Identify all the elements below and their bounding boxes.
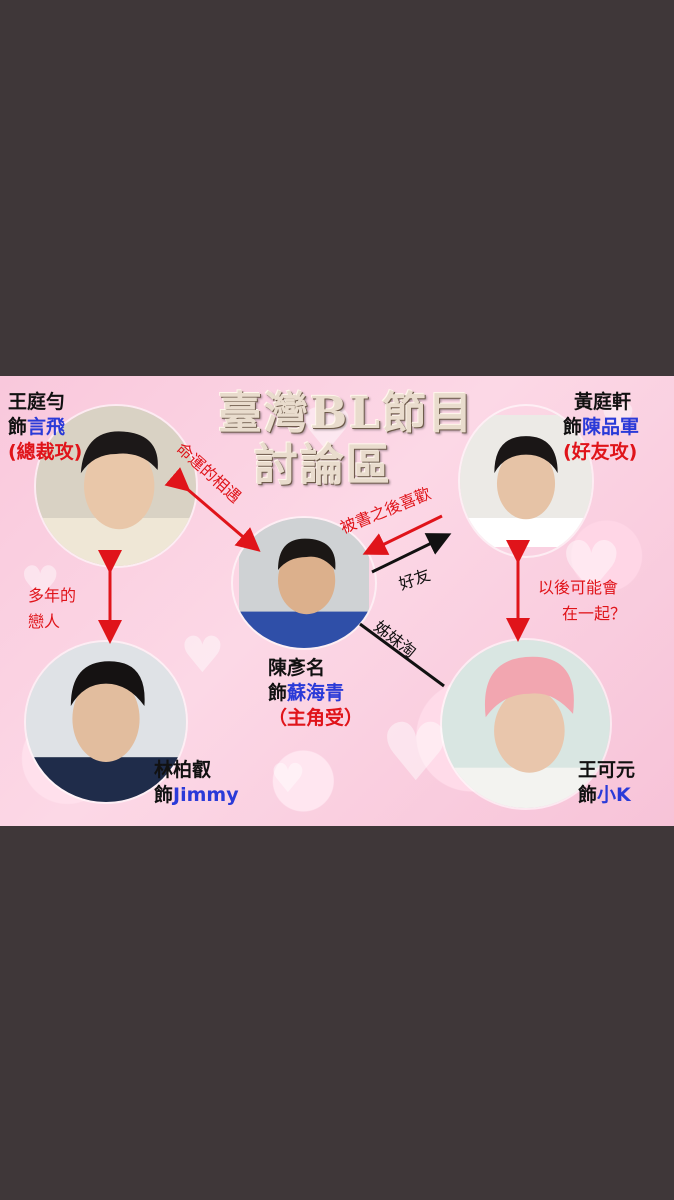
- character-label-chen-yanming: 陳彥名 飾蘇海青 （主角受）: [268, 656, 363, 731]
- diagram-title-line-1: 臺灣BL節目: [218, 388, 475, 439]
- role-prefix: 飾: [154, 784, 174, 806]
- actor-name: 黃庭軒: [574, 391, 632, 413]
- role-tag: (好友攻): [563, 441, 638, 463]
- actor-name: 林柏叡: [154, 759, 212, 781]
- heart-icon: ♥: [300, 396, 354, 466]
- character-label-lin-borui: 林柏叡 飾Jimmy: [154, 758, 239, 808]
- relationship-arrows: [98, 467, 530, 688]
- role-name: 蘇海青: [287, 682, 345, 704]
- character-label-wang-tingyun: 王庭勻 飾言飛 (總裁攻): [8, 390, 82, 465]
- role-tag: （主角受）: [268, 707, 364, 729]
- role-line: 飾小K: [578, 783, 635, 808]
- role-prefix: 飾: [578, 784, 598, 806]
- role-name: 言飛: [27, 416, 66, 438]
- heart-icon: ♥: [20, 556, 61, 609]
- relation-lovers-label-2: 戀人: [28, 612, 61, 631]
- role-line: 飾陳品軍: [563, 415, 639, 440]
- heart-icon: ♥: [380, 706, 452, 799]
- portrait-lin-borui: [24, 640, 188, 804]
- diagram-title-line-2: 討論區: [254, 440, 392, 491]
- heart-icon: ♥: [560, 526, 623, 608]
- role-prefix: 飾: [563, 416, 583, 438]
- portrait-chen-yanming: [231, 516, 377, 650]
- actor-name: 陳彥名: [268, 657, 326, 679]
- actor-name: 王庭勻: [8, 391, 66, 413]
- role-line: 飾言飛: [8, 415, 82, 440]
- role-name: 陳品軍: [582, 416, 640, 438]
- relation-lovers-label-1: 多年的: [28, 586, 77, 605]
- role-prefix: 飾: [268, 682, 288, 704]
- role-prefix: 飾: [8, 416, 28, 438]
- actor-name: 王可元: [578, 759, 636, 781]
- heart-icon: ♥: [270, 756, 306, 802]
- heart-icon: ♥: [600, 396, 636, 442]
- role-tag: (總裁攻): [8, 441, 83, 463]
- character-label-huang-tingxuan: 黃庭軒 飾陳品軍 (好友攻): [563, 390, 639, 465]
- role-line: 飾Jimmy: [154, 783, 239, 808]
- heart-icon: ♥: [180, 626, 225, 684]
- role-name: Jimmy: [173, 784, 239, 806]
- role-name: 小K: [597, 784, 631, 806]
- character-label-wang-keyuan: 王可元 飾小K: [578, 758, 635, 808]
- relation-future-label-1: 以後可能會: [538, 578, 619, 597]
- relation-future-label-2: 在一起？: [562, 604, 627, 623]
- relationship-diagram: ♥ ♥ ♥ ♥ ♥ ♥ ♥ 臺灣BL節目 討論區: [0, 376, 674, 826]
- portrait-wang-keyuan: [440, 638, 612, 810]
- role-line: 飾蘇海青: [268, 681, 363, 706]
